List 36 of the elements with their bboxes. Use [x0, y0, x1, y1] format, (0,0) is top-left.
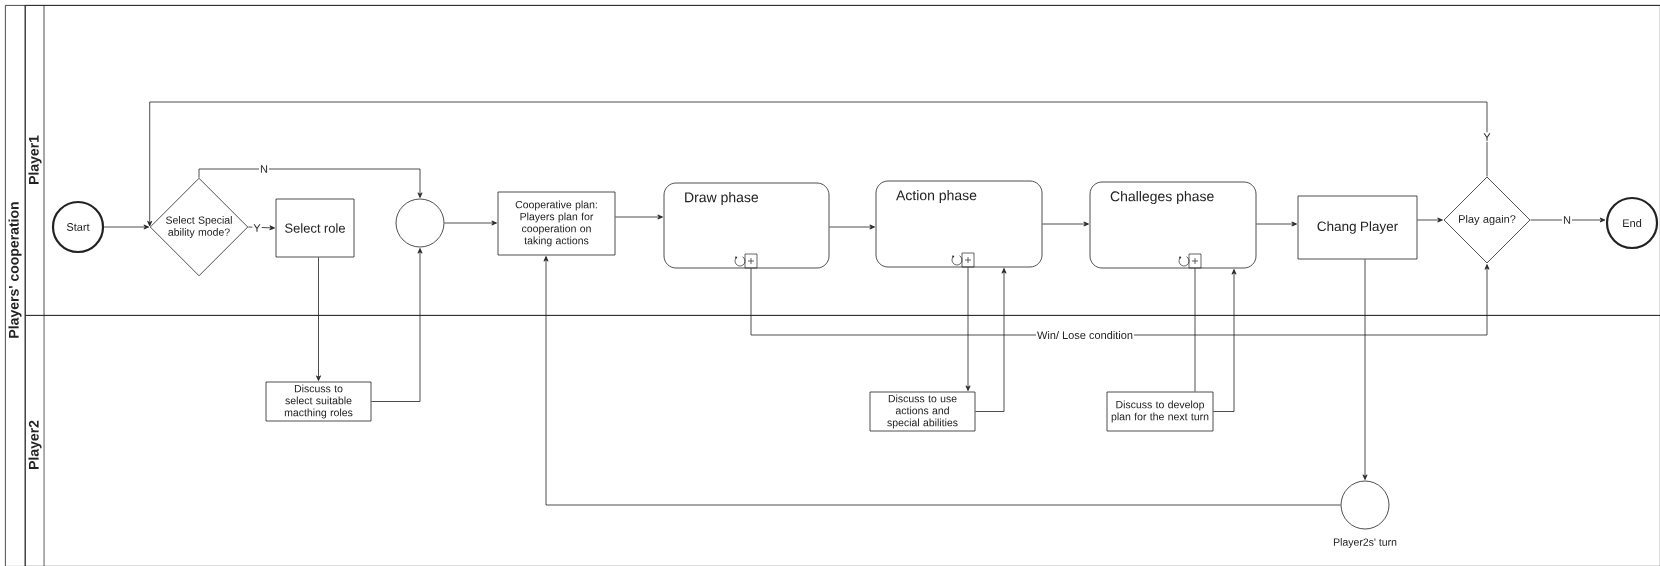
arrow [615, 214, 663, 220]
arrow [103, 224, 150, 230]
arrow [1417, 217, 1443, 223]
arrow [1213, 269, 1237, 412]
edge-label: N [1562, 215, 1572, 225]
arrow [444, 220, 497, 226]
arrow [975, 268, 1007, 412]
arrow [316, 257, 321, 381]
process-box: Discuss to use actions and special abilities [869, 391, 976, 432]
arrow [750, 264, 1490, 336]
arrow [371, 248, 423, 402]
process-box: Chang Player [1297, 195, 1418, 260]
arrow [1042, 221, 1089, 227]
arrow [1256, 221, 1297, 227]
arrow [1530, 217, 1606, 223]
edge-label: Y [252, 223, 262, 233]
process-box: Select role [275, 198, 355, 258]
arrow [965, 267, 971, 391]
arrow [1362, 259, 1368, 480]
arrow [147, 101, 1488, 227]
arrow [247, 225, 275, 231]
edge-label: Win/ Lose condition [1036, 329, 1134, 341]
arrow [543, 256, 1341, 506]
arrow [829, 224, 875, 230]
subprocess-box: Draw phase [663, 182, 830, 269]
node-caption: Player2s' turn [1333, 538, 1397, 548]
edge-label: N [259, 164, 269, 174]
connector-circle [395, 198, 445, 248]
arrow [198, 168, 423, 198]
edge-label: Y [1482, 132, 1492, 142]
process-box: Discuss to select suitable macthing roles [265, 381, 372, 422]
process-box: Discuss to develop plan for the next turn [1106, 391, 1214, 432]
process-box: Cooperative plan: Players plan for cooperation on taking actions [497, 191, 616, 256]
connector-circle [1340, 480, 1390, 530]
subprocess-box: Action phase [875, 180, 1043, 268]
subprocess-box: Challeges phase [1089, 181, 1257, 269]
